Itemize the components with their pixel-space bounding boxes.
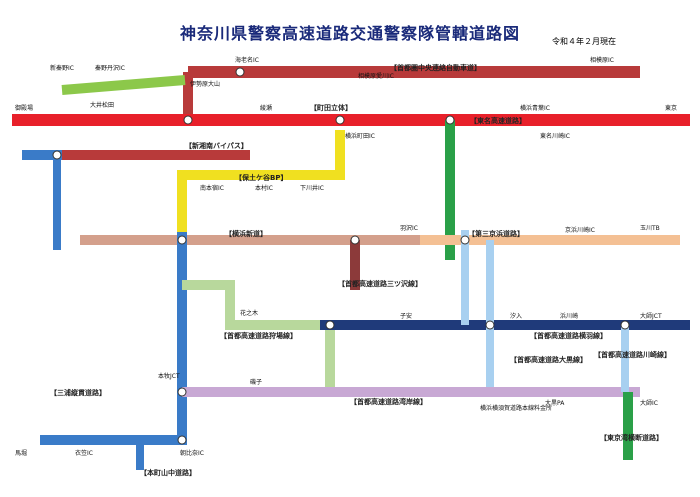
route-label-kariba: 【首都高速道路狩場線】 xyxy=(220,331,297,340)
route-label-honmoku: 【本町山中道路】 xyxy=(140,468,196,477)
place-label: 大師IC xyxy=(640,399,658,407)
route-label-machida: 【町田立体】 xyxy=(310,103,352,112)
place-label: 海老名IC xyxy=(235,56,259,64)
place-label: 伊勢原大山 xyxy=(190,80,220,88)
place-label: 玉川TB xyxy=(640,225,660,232)
route-label-aqualine: 【東京湾横断道路】 xyxy=(600,433,663,442)
place-label: 浜川崎 xyxy=(560,312,578,320)
route-label-tomei: 【東名高速道路】 xyxy=(470,116,526,125)
yokohama-yokosuka-line xyxy=(40,232,187,445)
place-label: 大黒PA xyxy=(545,399,565,407)
place-label: 汐入 xyxy=(510,312,522,320)
route-label-yokohama-shindo: 【横浜新道】 xyxy=(225,229,267,238)
kariba-line xyxy=(182,280,335,395)
route-label-mitsuzawa: 【首都高速道路三ツ沢線】 xyxy=(338,279,422,288)
place-label: 秦野丹沢IC xyxy=(95,64,125,72)
place-label: 羽沢IC xyxy=(400,224,418,232)
route-label-shin-shonan: 【新湘南バイパス】 xyxy=(185,141,248,150)
place-label: 相模原IC xyxy=(590,56,614,64)
place-label: 本牧JCT xyxy=(158,372,180,380)
route-label-wangan: 【首都高速道路湾岸線】 xyxy=(350,397,427,406)
place-label: 横浜横須賀道路本線料金所 xyxy=(480,404,552,412)
route-label-ken-o: 【首都圏中央連絡自動車道】 xyxy=(390,63,481,72)
map-title: 神奈川県警察高速道路交通警察隊管轄道路図 xyxy=(179,24,520,43)
route-label-yokohane: 【首都高速道路横羽線】 xyxy=(530,331,607,340)
place-label: 大井松田 xyxy=(90,101,114,109)
place-label: 馬堀 xyxy=(15,449,27,457)
place-label: 花之木 xyxy=(240,309,258,317)
place-label: 衣笠IC xyxy=(75,449,93,457)
place-label: 下川井IC xyxy=(300,184,324,192)
place-label: 朝比奈IC xyxy=(180,449,204,457)
place-label: 東京 xyxy=(665,104,677,112)
place-label: 綾瀬 xyxy=(260,104,272,112)
place-label: 子安 xyxy=(400,312,412,320)
route-label-daisan-keihin: 【第三京浜道路】 xyxy=(468,229,524,238)
place-label: 横浜町田IC xyxy=(345,132,375,140)
place-label: 横浜青葉IC xyxy=(520,104,550,112)
place-label: 大師JCT xyxy=(640,312,662,320)
date-label: 令和４年２月現在 xyxy=(552,37,616,46)
shin-tomei-line xyxy=(61,75,186,95)
route-label-hodogaya: 【保土ケ谷BP】 xyxy=(235,173,287,182)
place-label: 御殿場 xyxy=(15,104,33,112)
place-label: 新秦野IC xyxy=(50,64,74,72)
hodogaya-bp-line xyxy=(177,130,345,232)
route-label-oshi: 【首都高速道路大黒線】 xyxy=(510,355,587,364)
place-label: 相模原愛川IC xyxy=(358,72,394,80)
place-label: 東名川崎IC xyxy=(540,132,570,140)
place-label: 本村IC xyxy=(255,184,273,192)
route-label-kawasaki: 【首都高速道路川崎線】 xyxy=(594,350,671,359)
place-label: 磯子 xyxy=(250,378,262,386)
place-label: 京浜川崎IC xyxy=(565,226,595,234)
route-label-miura: 【三浦縦貫道路】 xyxy=(50,388,106,397)
place-label: 南本宿IC xyxy=(200,184,224,192)
